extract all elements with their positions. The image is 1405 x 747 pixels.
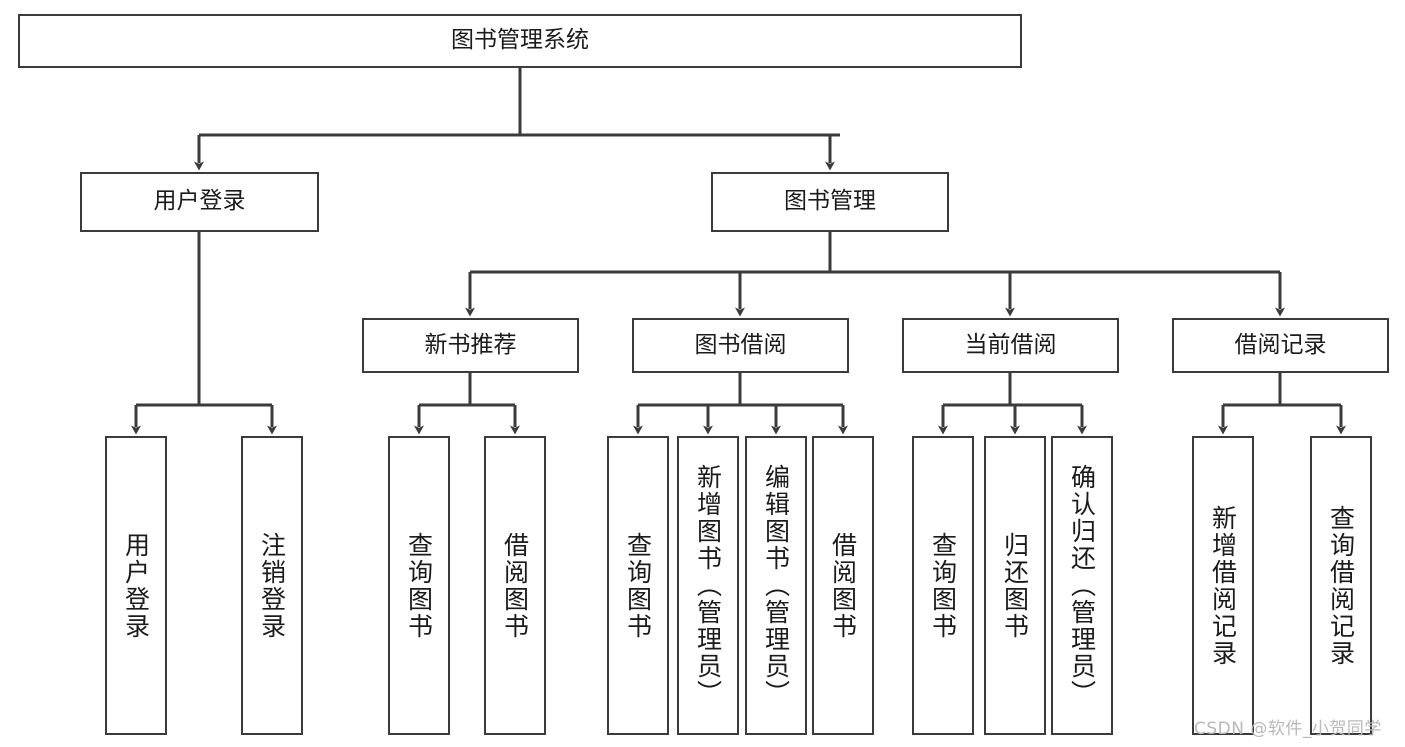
node-leaf-user-login-label: 用户登录 [121, 531, 151, 640]
node-leaf-query-book-1-label: 查询图书 [404, 531, 434, 640]
node-leaf-confirm-return-label: 确认归还（管理员） [1067, 464, 1097, 707]
node-leaf-query-borrow-record-label: 查询借阅记录 [1326, 504, 1356, 667]
node-leaf-borrow-book-1-label: 借阅图书 [500, 531, 530, 640]
node-book-manage-label: 图书管理 [784, 188, 876, 215]
node-leaf-edit-book-label: 编辑图书（管理员） [761, 464, 791, 707]
node-new-book-recommend[interactable]: 新书推荐 [362, 318, 579, 373]
node-borrow-record-label: 借阅记录 [1234, 331, 1327, 358]
node-leaf-borrow-book-2[interactable]: 借阅图书 [812, 436, 874, 735]
node-leaf-return-book-label: 归还图书 [1000, 531, 1030, 640]
node-borrow-record[interactable]: 借阅记录 [1172, 318, 1389, 373]
node-leaf-query-book-1[interactable]: 查询图书 [388, 436, 450, 735]
node-leaf-query-book-2-label: 查询图书 [623, 531, 653, 640]
node-leaf-user-logout-label: 注销登录 [257, 531, 287, 640]
node-leaf-confirm-return[interactable]: 确认归还（管理员） [1051, 436, 1113, 735]
node-leaf-edit-book[interactable]: 编辑图书（管理员） [745, 436, 807, 735]
node-leaf-query-borrow-record[interactable]: 查询借阅记录 [1310, 436, 1372, 735]
node-new-book-recommend-label: 新书推荐 [424, 331, 517, 358]
node-leaf-query-book-2[interactable]: 查询图书 [607, 436, 669, 735]
node-leaf-query-book-3-label: 查询图书 [928, 531, 958, 640]
node-leaf-borrow-book-1[interactable]: 借阅图书 [484, 436, 546, 735]
node-root-system[interactable]: 图书管理系统 [18, 14, 1022, 68]
node-leaf-add-book-label: 新增图书（管理员） [693, 464, 723, 707]
node-leaf-query-book-3[interactable]: 查询图书 [912, 436, 974, 735]
watermark-text: CSDN @软件_小贺同学 [1194, 719, 1382, 739]
node-root-label: 图书管理系统 [451, 27, 589, 54]
node-leaf-borrow-book-2-label: 借阅图书 [828, 531, 858, 640]
node-leaf-add-book[interactable]: 新增图书（管理员） [677, 436, 739, 735]
node-current-borrow-label: 当前借阅 [964, 331, 1057, 358]
node-book-manage[interactable]: 图书管理 [711, 172, 949, 232]
node-user-login[interactable]: 用户登录 [80, 172, 319, 232]
node-leaf-user-logout[interactable]: 注销登录 [241, 436, 303, 735]
node-leaf-return-book[interactable]: 归还图书 [984, 436, 1046, 735]
node-book-borrow-label: 图书借阅 [694, 331, 787, 358]
node-leaf-add-borrow-record[interactable]: 新增借阅记录 [1192, 436, 1254, 735]
node-user-login-label: 用户登录 [153, 188, 246, 215]
node-current-borrow[interactable]: 当前借阅 [902, 318, 1119, 373]
node-leaf-add-borrow-record-label: 新增借阅记录 [1208, 504, 1238, 667]
node-leaf-user-login[interactable]: 用户登录 [105, 436, 167, 735]
node-book-borrow[interactable]: 图书借阅 [632, 318, 849, 373]
